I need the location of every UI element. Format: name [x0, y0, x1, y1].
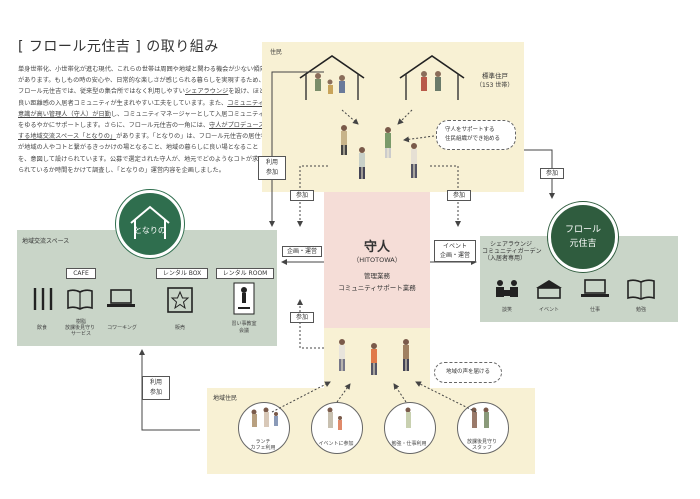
join-right-side-tag: 参加 — [540, 168, 564, 179]
lounge-work-label: 仕事 — [589, 307, 600, 313]
local-circle-figures — [251, 407, 489, 430]
standard-households-label: 標準住戸 — [482, 72, 508, 80]
plan-left-tag: 企画・運営 — [282, 246, 322, 257]
page-title: [ フロール元住吉 ] の取り組み — [18, 39, 219, 55]
local-staff-circle — [457, 402, 509, 454]
tonarino-house-icon — [130, 205, 170, 239]
local-voice-bubble: 地域の声を届ける — [434, 362, 502, 383]
join-bottom-tag: 参加 — [290, 312, 314, 323]
intro-link-tonarino: 守人がプロデュースする地域交流スペース「となりの」 — [18, 122, 265, 141]
flor-logo: フロール 元住吉 — [548, 202, 618, 272]
use-join-bottom-left: 利用 参加 — [142, 376, 170, 400]
item-food-label: 飲食 — [36, 325, 47, 331]
intro-p4: があります。「となりの」は、フロール元住吉の居住者が地域の人やコトと繋がるきっか… — [18, 133, 267, 174]
residents-zone — [262, 42, 524, 192]
use-join-top-left: 利用 参加 — [258, 156, 286, 180]
intro-p3: し、コミュニティマネージャーとして入居コミュニティをゆるやかにサポートします。さ… — [18, 110, 265, 130]
laptop-icon — [107, 289, 135, 307]
item-resin-label: 樹脂 — [75, 319, 86, 325]
join-label: 参加 — [265, 169, 278, 176]
local-event-circle — [311, 402, 363, 454]
local-lunch-label: ランチ — [255, 439, 271, 445]
yoga-icon — [233, 282, 255, 315]
item-meeting-label: 会議 — [238, 328, 249, 334]
item-lessons-label: 習い事教室 — [231, 321, 257, 327]
bubble-line2: 住民組織ができ始める — [445, 136, 501, 142]
event-label: イベント — [442, 243, 467, 250]
local-exchange-label: 地域交流スペース — [22, 238, 70, 245]
item-sales-label: 販売 — [174, 325, 185, 331]
rental-room-tag: レンタル ROOM — [216, 268, 274, 279]
house-icon-left — [299, 55, 365, 100]
residents-only-label: （入居者専用） — [484, 255, 527, 262]
cafe-tag: CAFE — [66, 268, 96, 279]
plan-right-label: 企画・運営 — [439, 252, 470, 259]
join-mid-left-tag: 参加 — [290, 190, 314, 201]
item-coworking-label: コワーキング — [107, 325, 137, 331]
intro-p2: を設け、ほど良い距離感の入居者コミュニティが生まれやすい工夫をしています。また、 — [18, 88, 266, 107]
center-duty-management: 管理業務 — [364, 272, 390, 280]
chat-icon — [496, 280, 518, 297]
standard-households-count: （153 世帯） — [476, 82, 514, 89]
intro-link-manager: コミュニティ意識が高い管理人（守人）が日勤 — [18, 99, 264, 118]
use-label: 利用 — [265, 159, 278, 166]
intro-text: 単身世帯化、小世帯化が進む現代、これらの世帯は周囲や地域と関わる機会が少ない傾向… — [18, 64, 268, 176]
item-service-label: サービス — [70, 331, 91, 337]
join-bottom-label: 参加 — [149, 389, 162, 396]
laptop-work-icon — [581, 279, 609, 297]
cutlery-icon — [33, 288, 53, 310]
center-title: 守人 — [363, 240, 390, 255]
center-manager-zone — [324, 192, 430, 328]
tonarino-logo: となりの — [116, 190, 184, 258]
use-bottom-label: 利用 — [149, 379, 162, 386]
lounge-event-label: イベント — [538, 307, 559, 313]
intro-link-share-lounge: シェアラウンジ — [185, 88, 229, 96]
book-icon — [67, 289, 93, 310]
local-figures — [339, 339, 409, 375]
lounge-chat-label: 談笑 — [501, 307, 512, 313]
flor-logo-text1: フロール — [564, 225, 601, 235]
local-staff-label1: 放課後見守り — [466, 439, 497, 445]
residents-label: 住民 — [270, 49, 283, 56]
tonarino-logo-text: となりの — [134, 226, 166, 235]
community-garden-label: コミュニティガーデン — [482, 248, 542, 255]
intro-p1: 単身世帯化、小世帯化が進む現代、これらの世帯は周囲や地域と関わる機会が少ない傾向… — [18, 66, 266, 96]
center-subtitle: （HITOTOWA） — [352, 256, 402, 264]
local-event-label: イベントに参加 — [318, 441, 354, 447]
local-staff-label2: スタッフ — [471, 445, 492, 451]
local-cafe-label: カフェ利用 — [250, 445, 276, 451]
share-lounge-label: シェアラウンジ — [490, 241, 533, 248]
join-mid-right-tag: 参加 — [447, 190, 471, 201]
local-study-label: 勉強・仕事利用 — [391, 441, 427, 447]
locals-label: 地域住民 — [213, 395, 238, 402]
resident-figures — [341, 125, 417, 179]
rental-box-tag: レンタル BOX — [156, 268, 208, 279]
bubble-line1: 守人をサポートする — [445, 127, 495, 133]
resident-support-bubble: 守人をサポートする 住民組織ができ始める — [436, 120, 516, 150]
center-duty-community: コミュニティサポート業務 — [338, 284, 416, 292]
star-box-icon — [167, 287, 193, 313]
item-afterschool-label: 放課後見守り — [64, 325, 95, 331]
tent-icon — [536, 280, 562, 299]
house-icon-right — [399, 55, 465, 100]
study-book-icon — [627, 279, 655, 300]
lounge-study-label: 勉強 — [635, 307, 646, 313]
event-plan-right-tag: イベント 企画・運営 — [434, 240, 476, 262]
flor-logo-text2: 元住吉 — [569, 239, 597, 249]
